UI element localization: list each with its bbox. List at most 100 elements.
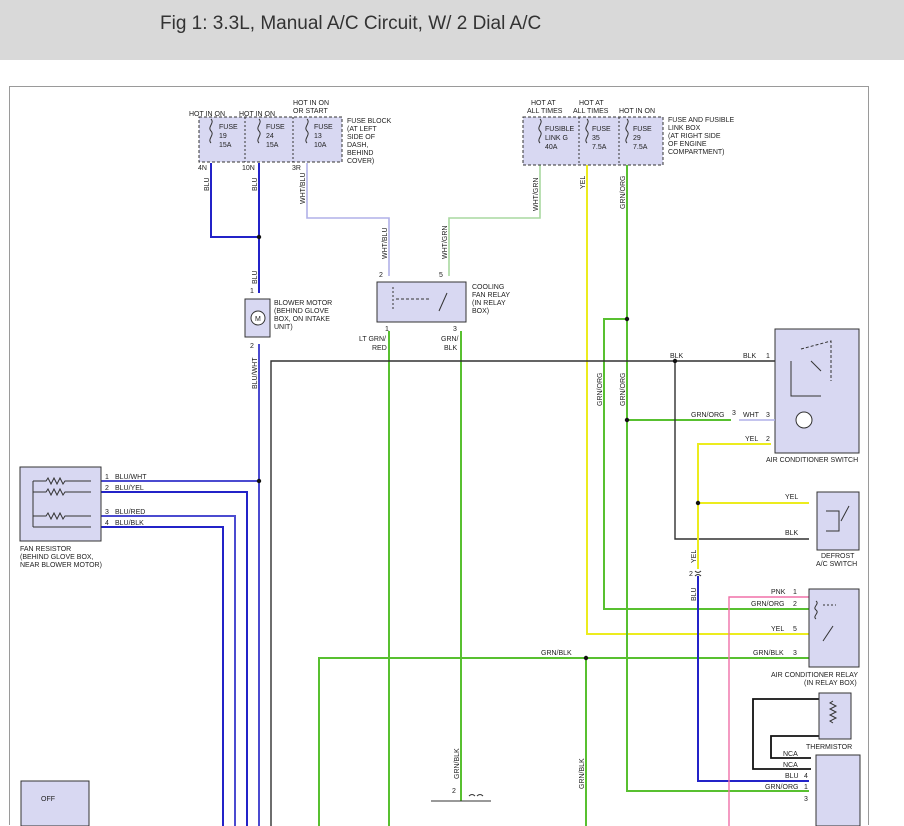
fuse-block-label-3: SIDE OF	[347, 134, 375, 141]
fuse35-l1: FUSE	[592, 126, 611, 133]
wire-label-bluwht: BLU/WHT	[252, 357, 259, 389]
blower-label-4: UNIT)	[274, 324, 293, 331]
wires	[101, 163, 823, 826]
wire-label-ltgrn: LT GRN/	[359, 336, 386, 343]
misc-pin-2: 2	[689, 571, 693, 578]
thermistor-nca-1: NCA	[783, 751, 798, 758]
wire-blk-main	[270, 360, 809, 826]
wire-label-blk: BLK	[444, 345, 458, 352]
wire-resistor-3	[101, 515, 236, 826]
thermistor-pin-4: 4	[804, 773, 808, 780]
diagram-frame: HOT IN ON HOT IN ON HOT IN ON OR START F…	[9, 86, 869, 826]
wire-label-grnorg-vert2: GRN/ORG	[620, 373, 627, 406]
linkg-l3: 40A	[545, 144, 558, 151]
ecu-box	[815, 754, 861, 826]
fan-resistor-label-1: FAN RESISTOR	[20, 546, 71, 553]
wire-blk-defrost	[674, 361, 809, 540]
acsw-blk-wire: BLK	[743, 353, 757, 360]
resistor-pin-3: 3	[105, 509, 109, 516]
acrelay-pin-3: 3	[793, 650, 797, 657]
wire-label-yel-vert: YEL	[691, 550, 698, 563]
fuse-block-label-1: FUSE BLOCK	[347, 118, 392, 125]
relay-pin-1: 1	[385, 326, 389, 333]
fuse24-l2: 24	[266, 133, 274, 140]
misc-labels: YEL 2 BLU GRN/BLK GRN/BLK 2 OFF	[20, 550, 702, 826]
fuse29-l1: FUSE	[633, 126, 652, 133]
blower-pin-1: 1	[250, 288, 254, 295]
fuse24-l3: 15A	[266, 142, 279, 149]
resistor-wire-4: BLU/BLK	[115, 520, 144, 527]
ac-relay: GRN/ORG GRN/ORG PNK 1 GRN/ORG 2 YEL 5 GR…	[541, 373, 860, 687]
defrost-box	[816, 491, 860, 551]
resistor-pin-1: 1	[105, 474, 109, 481]
link-box-label-5: COMPARTMENT)	[668, 149, 725, 156]
ac-switch: BLK BLK 1 GRN/ORG 3 WHT 3 YEL 2 AIR COND…	[670, 328, 860, 464]
relay-pin-5: 5	[439, 272, 443, 279]
off-switch-box	[20, 780, 90, 826]
wire-label-whtgrn-top: WHT/GRN	[533, 178, 540, 211]
thermistor-pin-1: 1	[804, 784, 808, 791]
resistor-pin-2: 2	[105, 485, 109, 492]
cooling-fan-relay: WHT/BLU WHT/GRN 2 5 1 3 COOLING FAN RELA…	[359, 226, 510, 352]
acrelay-wire-grnblk: GRN/BLK	[753, 650, 784, 657]
figure-header: Fig 1: 3.3L, Manual A/C Circuit, W/ 2 Di…	[0, 0, 904, 60]
fuse-block-label-5: BEHIND	[347, 150, 373, 157]
cooling-relay-label-4: BOX)	[472, 308, 489, 315]
wire-resistor-2	[101, 491, 248, 826]
thermistor-pin-3: 3	[804, 796, 808, 803]
figure-title: Fig 1: 3.3L, Manual A/C Circuit, W/ 2 Di…	[160, 13, 542, 34]
fuse29-l3: 7.5A	[633, 144, 648, 151]
blower-label-1: BLOWER MOTOR	[274, 300, 332, 307]
wire-label-whtblu: WHT/BLU	[300, 173, 307, 205]
wire-label-blu-1: BLU	[204, 177, 211, 191]
cooling-relay-label-1: COOLING	[472, 284, 504, 291]
thermistor-grnorg-wire: GRN/ORG	[765, 784, 798, 791]
wire-grnorg-relay-feed	[603, 318, 809, 610]
wire-label-grnorg-top: GRN/ORG	[620, 176, 627, 209]
ac-relay-label-1: AIR CONDITIONER RELAY	[771, 672, 858, 679]
acsw-pin-1: 1	[766, 353, 770, 360]
acrelay-pin-5: 5	[793, 626, 797, 633]
blower-label-3: BOX, ON INTAKE	[274, 316, 330, 323]
fuse19-l1: FUSE	[219, 124, 238, 131]
wire-whtblu	[306, 163, 390, 276]
linkg-l2: LINK G	[545, 135, 568, 142]
fan-resistor-label-2: (BEHIND GLOVE BOX,	[20, 554, 94, 561]
fuse35-l3: 7.5A	[592, 144, 607, 151]
fuse-link-box: HOT AT ALL TIMES HOT AT ALL TIMES HOT IN…	[522, 100, 734, 211]
blower-wire-in: BLU	[252, 270, 259, 284]
wire-label-grnblk-vert1: GRN/BLK	[454, 748, 461, 779]
fuse13-l2: 13	[314, 133, 322, 140]
thermistor: THERMISTOR NCA NCA BLU 4 GRN/ORG 1 3	[765, 692, 861, 826]
fuse35-l2: 35	[592, 135, 600, 142]
fuse-pin-3r: 3R	[292, 165, 301, 172]
blower-motor: BLU 1 M 2 BLOWER MOTOR (BEHIND GLOVE BOX…	[244, 270, 332, 389]
acrelay-pin-2: 2	[793, 601, 797, 608]
defrost-label-2: A/C SWITCH	[816, 561, 857, 568]
off-label: OFF	[41, 796, 55, 803]
acsw-pin-3b: 3	[766, 412, 770, 419]
fan-resistor-label-3: NEAR BLOWER MOTOR)	[20, 562, 102, 569]
defrost-switch: YEL BLK DEFROST A/C SWITCH	[785, 491, 860, 568]
thermistor-box	[818, 692, 852, 740]
link-box-label-1: FUSE AND FUSIBLE	[668, 117, 734, 124]
ac-switch-box	[774, 328, 860, 454]
fuse-pin-10n: 10N	[242, 165, 255, 172]
link-hot-3: HOT IN ON	[619, 108, 655, 115]
cooling-relay-label-3: (IN RELAY	[472, 300, 506, 307]
acsw-yel-wire: YEL	[745, 436, 758, 443]
resistor-wire-1: BLU/WHT	[115, 474, 147, 481]
link-box-label-4: OF ENGINE	[668, 141, 707, 148]
wire-pnk	[728, 596, 809, 826]
fuse-block: HOT IN ON HOT IN ON HOT IN ON OR START F…	[189, 100, 392, 204]
cooling-relay-box	[376, 281, 467, 323]
blower-pin-2: 2	[250, 343, 254, 350]
link-hot-1a: HOT AT	[531, 100, 556, 107]
motor-symbol: M	[255, 316, 261, 323]
wire-label-blu-2: BLU	[252, 177, 259, 191]
defrost-yel-wire: YEL	[785, 494, 798, 501]
acsw-wht-wire: WHT	[743, 412, 760, 419]
cooling-relay-label-2: FAN RELAY	[472, 292, 510, 299]
acsw-blk-wire-left: BLK	[670, 353, 684, 360]
acrelay-pin-1: 1	[793, 589, 797, 596]
